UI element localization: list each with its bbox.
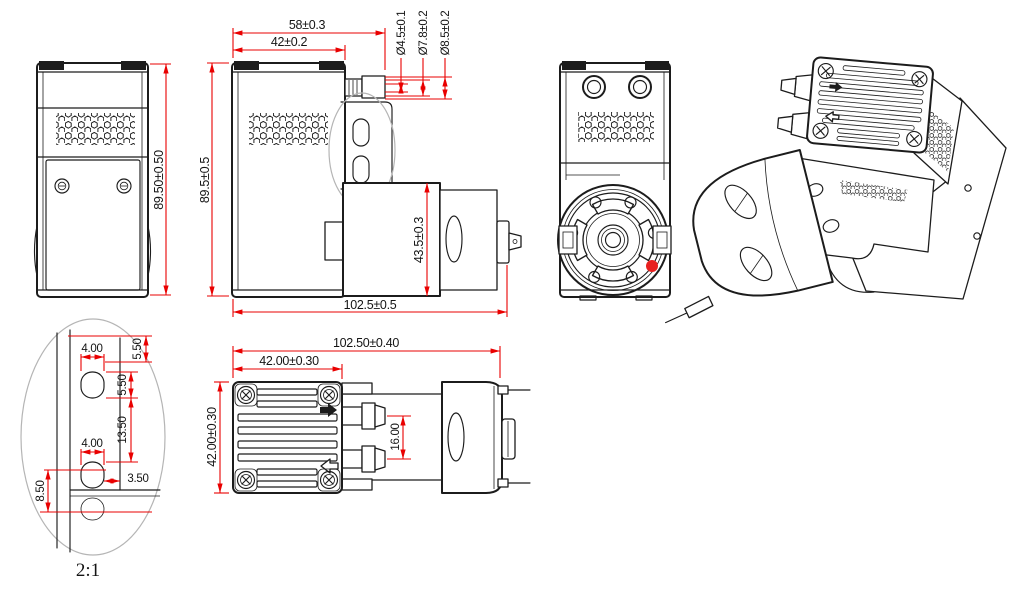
- dim-assembly-height: 89.5±0.5: [198, 157, 212, 204]
- detail-scale-label: 2:1: [76, 560, 100, 581]
- dim-port-bore: Ø4.5±0.1: [396, 11, 408, 56]
- dim-side-height: 89.50±0.50: [152, 150, 166, 210]
- screw-icon: [317, 468, 341, 492]
- flow-arrow-icon: [825, 111, 840, 123]
- dim-bottom-offset: 8.50: [35, 480, 47, 501]
- detail-boundary-ellipse: [20, 318, 166, 556]
- port-opening: [628, 75, 652, 99]
- pump-mount-boss: [324, 221, 344, 261]
- mount-tab-icon: [319, 61, 344, 70]
- view-isometric: [665, 56, 1007, 324]
- motor-shaft-bearing: [604, 231, 622, 249]
- dim-motor-diameter: 43.5±0.3: [412, 217, 426, 264]
- screw-icon: [906, 130, 923, 148]
- screw-icon: [234, 383, 258, 407]
- outlet-port: [341, 402, 386, 430]
- motor: [441, 381, 531, 494]
- vent-hex-pattern: [840, 180, 908, 202]
- mount-tab-icon: [121, 61, 146, 70]
- pump-head: [232, 381, 343, 494]
- screw-icon: [54, 178, 70, 194]
- mount-bracket: [797, 157, 935, 260]
- polarity-indicator-dot: [646, 260, 658, 272]
- screw-icon: [234, 468, 258, 492]
- port-opening: [582, 75, 606, 99]
- dim-top-slot-width: 4.00: [81, 343, 102, 355]
- screw-icon: [817, 62, 834, 80]
- dim-head-depth: 42.00±0.30: [205, 407, 219, 467]
- pump-body-outline: [36, 62, 149, 298]
- screw-icon: [116, 178, 132, 194]
- motor-terminal: [497, 385, 531, 395]
- motor-terminal: [652, 225, 672, 255]
- dim-port-od: Ø7.8±0.2: [418, 11, 430, 56]
- vent-hex-pattern: [924, 110, 954, 172]
- view-detail: 5.50 4.00 5.50 13.50 4.00 3.50 8.50 2:1: [20, 318, 166, 581]
- motor-terminal: [497, 478, 531, 488]
- vent-hex-pattern: [578, 112, 654, 142]
- dim-overall-length: 102.50±0.40: [333, 336, 399, 350]
- flow-arrow-icon: [320, 403, 337, 417]
- view-assembly-top: 102.50±0.40 42.00±0.30 42.00±0.30 16.00: [205, 336, 531, 494]
- mount-tab-icon: [645, 61, 669, 70]
- bracket-slot: [80, 497, 105, 521]
- dim-width-with-port: 58±0.3: [289, 18, 326, 32]
- bracket-slot: [80, 371, 105, 399]
- dim-port-collar-od: Ø8.5±0.2: [440, 11, 452, 56]
- view-assembly-side: 58±0.3 42±0.2 Ø4.5±0.1 Ø7.8±0.2 Ø8.5±0.2…: [198, 11, 522, 317]
- motor: [342, 182, 522, 297]
- inlet-port: [341, 445, 386, 473]
- dim-slot-length: 5.50: [117, 374, 129, 395]
- mount-tab-icon: [562, 61, 586, 70]
- bracket-slot: [80, 461, 105, 489]
- mount-tab-icon: [39, 61, 64, 70]
- screw-icon: [911, 71, 928, 88]
- dim-bottom-slot-width: 4.00: [81, 438, 102, 450]
- motor-terminal: [684, 295, 714, 319]
- dim-edge-to-slot: 5.50: [132, 338, 144, 359]
- dim-port-spacing: 16.00: [390, 423, 402, 450]
- head-tab: [341, 478, 373, 491]
- vent-hex-pattern: [249, 113, 328, 145]
- vent-hex-pattern: [56, 113, 135, 145]
- dim-slot-pitch: 13.50: [117, 416, 129, 443]
- dim-head-width: 42.00±0.30: [259, 354, 319, 368]
- dim-slot-to-edge: 3.50: [127, 473, 148, 485]
- flow-arrow-icon: [829, 81, 843, 92]
- dim-overall-length: 102.5±0.5: [344, 298, 397, 312]
- screw-icon: [812, 122, 829, 139]
- motor-end-cap: [557, 184, 672, 296]
- mount-bracket: [340, 101, 393, 190]
- pump-body-outline: [231, 62, 346, 298]
- view-front: [557, 61, 672, 301]
- cover-panel: [45, 159, 141, 291]
- view-side: 89.50±0.50: [33, 61, 171, 298]
- head-tab: [341, 382, 373, 395]
- dim-body-width: 42±0.2: [271, 35, 308, 49]
- screw-icon: [317, 383, 341, 407]
- mount-tab-icon: [234, 61, 259, 70]
- motor-terminal: [558, 225, 578, 255]
- motor: [665, 148, 834, 324]
- pump-head: [776, 56, 934, 154]
- outlet-port: [344, 75, 386, 99]
